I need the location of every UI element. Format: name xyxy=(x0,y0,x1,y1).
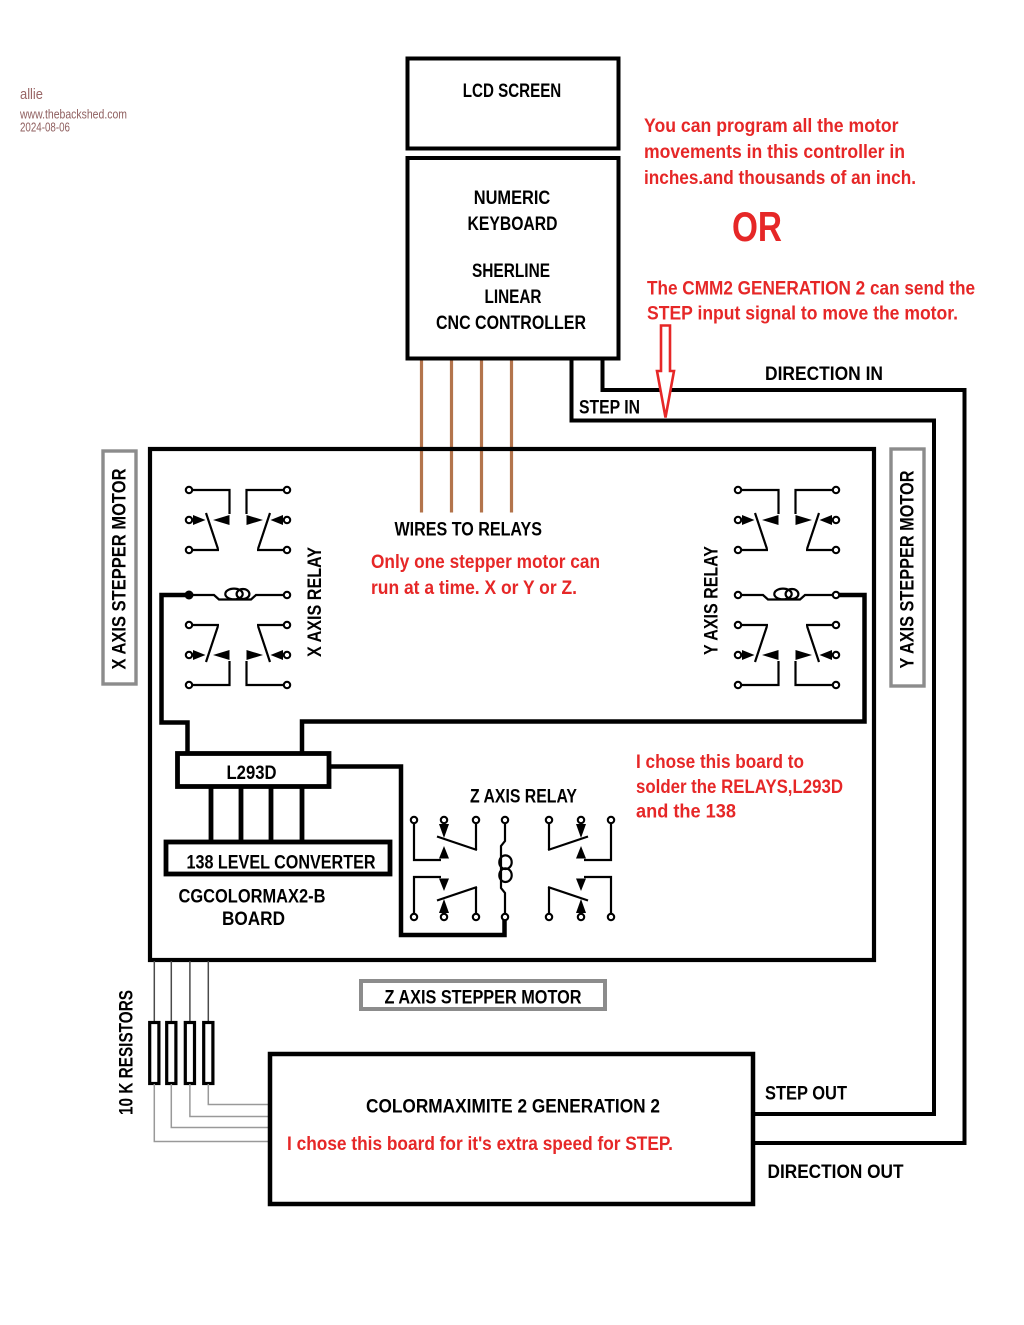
svg-text:Y AXIS RELAY: Y AXIS RELAY xyxy=(702,546,723,655)
svg-text:www.thebackshed.com: www.thebackshed.com xyxy=(19,108,127,122)
svg-text:CNC CONTROLLER: CNC CONTROLLER xyxy=(436,313,586,334)
svg-text:OR: OR xyxy=(732,203,782,250)
svg-text:NUMERIC: NUMERIC xyxy=(474,188,551,209)
svg-text:and the 138: and the 138 xyxy=(636,802,736,823)
svg-text:KEYBOARD: KEYBOARD xyxy=(468,214,558,235)
svg-text:STEP IN: STEP IN xyxy=(579,398,640,419)
svg-text:138 LEVEL CONVERTER: 138 LEVEL CONVERTER xyxy=(187,853,376,874)
svg-text:STEP input signal to move the: STEP input signal to move the motor. xyxy=(647,304,958,325)
svg-text:Y AXIS STEPPER MOTOR: Y AXIS STEPPER MOTOR xyxy=(898,470,919,668)
svg-text:10 K RESISTORS: 10 K RESISTORS xyxy=(117,990,138,1115)
svg-text:DIRECTION IN: DIRECTION IN xyxy=(765,364,883,385)
svg-text:WIRES TO RELAYS: WIRES TO RELAYS xyxy=(395,520,543,541)
svg-text:Only one stepper motor can: Only one stepper motor can xyxy=(371,552,600,573)
svg-text:Z AXIS RELAY: Z AXIS RELAY xyxy=(470,787,577,808)
svg-text:inches.and thousands of an inc: inches.and thousands of an inch. xyxy=(644,168,916,189)
svg-text:X AXIS RELAY: X AXIS RELAY xyxy=(305,547,326,657)
svg-text:SHERLINE: SHERLINE xyxy=(472,261,550,282)
svg-text:You can program all the motor: You can program all the motor xyxy=(644,116,899,137)
svg-text:Z AXIS STEPPER MOTOR: Z AXIS STEPPER MOTOR xyxy=(385,988,582,1009)
svg-text:COLORMAXIMITE 2 GENERATION 2: COLORMAXIMITE 2 GENERATION 2 xyxy=(366,1097,660,1118)
svg-text:CGCOLORMAX2-B: CGCOLORMAX2-B xyxy=(179,887,326,908)
svg-text:STEP OUT: STEP OUT xyxy=(765,1084,847,1105)
svg-text:solder the RELAYS,L293D: solder the RELAYS,L293D xyxy=(636,777,843,798)
svg-text:LCD SCREEN: LCD SCREEN xyxy=(463,81,562,102)
svg-text:LINEAR: LINEAR xyxy=(485,287,542,308)
svg-text:I chose this board for it's ex: I chose this board for it's extra speed … xyxy=(287,1134,673,1155)
svg-text:allie: allie xyxy=(20,86,43,103)
svg-text:2024-08-06: 2024-08-06 xyxy=(20,121,70,135)
svg-text:run at a time. X or Y or Z.: run at a time. X or Y or Z. xyxy=(371,578,577,599)
svg-text:X AXIS STEPPER MOTOR: X AXIS STEPPER MOTOR xyxy=(110,468,131,669)
svg-text:I chose this board to: I chose this board to xyxy=(636,752,804,773)
svg-text:BOARD: BOARD xyxy=(222,909,285,930)
svg-text:movements in this controller i: movements in this controller in xyxy=(644,142,905,163)
svg-text:L293D: L293D xyxy=(227,763,277,784)
svg-text:DIRECTION OUT: DIRECTION OUT xyxy=(768,1162,904,1183)
svg-text:The CMM2 GENERATION 2 can send: The CMM2 GENERATION 2 can send the xyxy=(647,279,975,300)
